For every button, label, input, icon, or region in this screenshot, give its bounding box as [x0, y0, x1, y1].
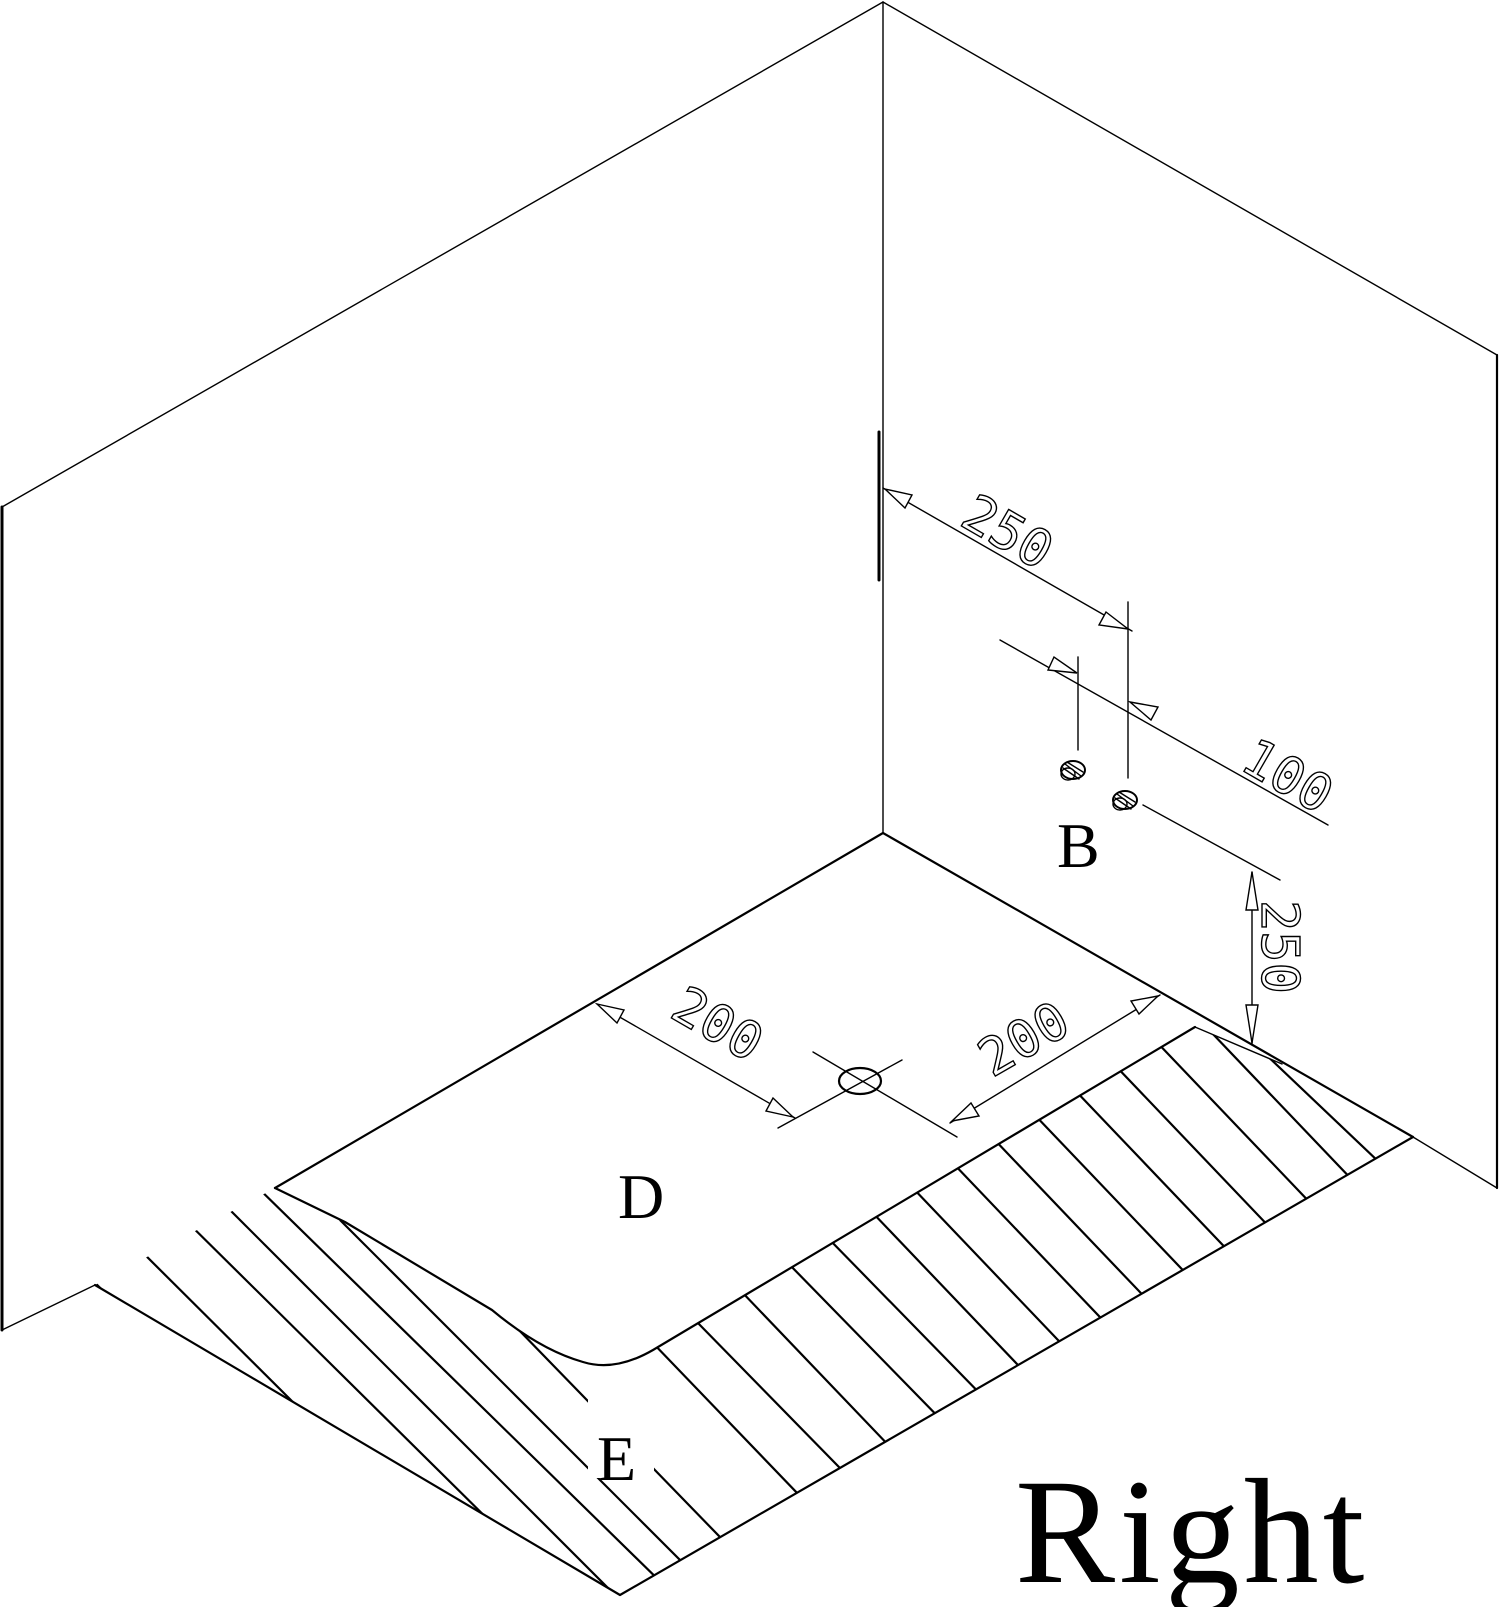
diagram-title: Right	[1015, 1449, 1368, 1607]
dimension-label-drain-right: 200	[969, 990, 1080, 1089]
drain	[777, 1051, 958, 1138]
label-b: B	[1057, 810, 1100, 881]
label-e: E	[597, 1423, 636, 1494]
label-e-knockout	[588, 1390, 654, 1478]
dimension-label-drain-left: 200	[662, 975, 773, 1074]
dimension-label-outlet-spacing: 100	[1232, 727, 1343, 826]
shower-tray	[93, 831, 1415, 1597]
dimension-wall-to-outlet: 250	[882, 483, 1133, 779]
dimension-outlet-spacing: 100	[999, 639, 1344, 827]
dimension-drain-right: 200	[949, 990, 1161, 1124]
label-d: D	[618, 1161, 664, 1232]
dimension-drain-left: 200	[594, 975, 796, 1119]
outlet-left	[1060, 760, 1086, 781]
outlet-right	[1112, 790, 1138, 811]
dimension-label-wall-to-outlet: 250	[952, 483, 1063, 582]
wall-outline	[0, 1, 1499, 1332]
dimension-label-outlet-height: 250	[1249, 900, 1309, 994]
dimension-outlet-height: 250	[1142, 804, 1310, 1046]
water-outlets	[1060, 760, 1138, 811]
